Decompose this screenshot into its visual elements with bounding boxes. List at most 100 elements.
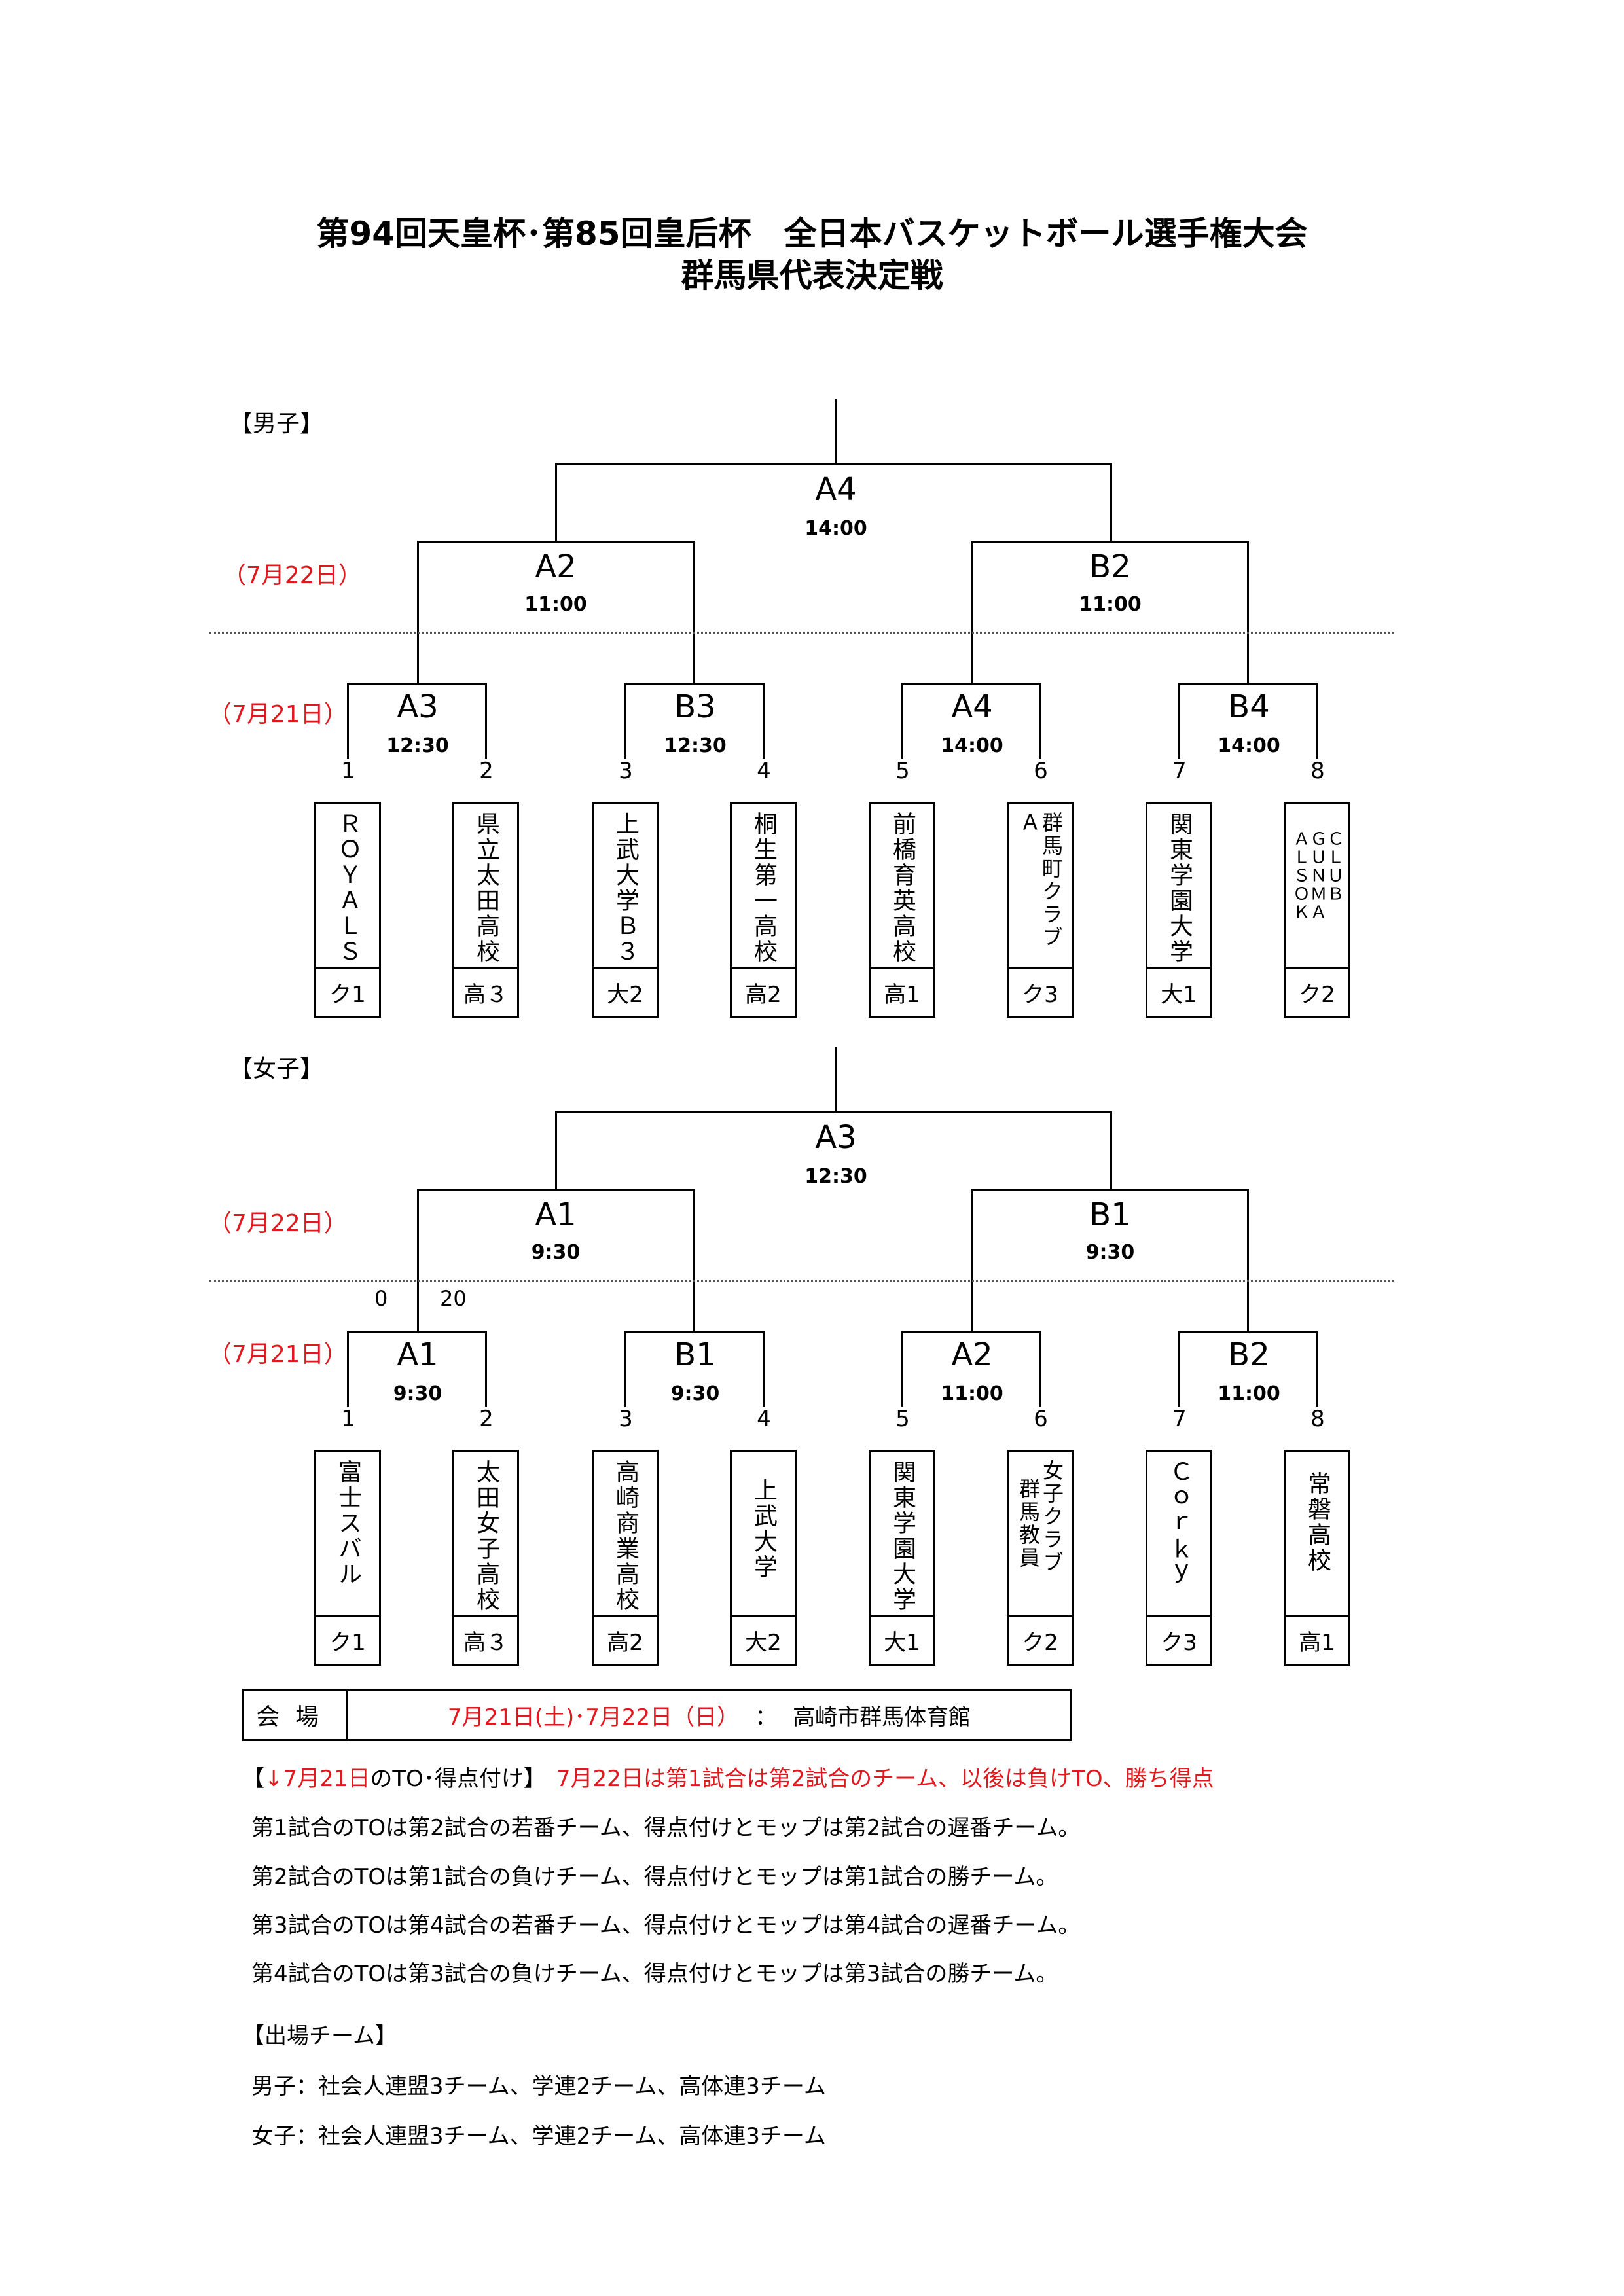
team-category: 大1 xyxy=(871,1615,933,1664)
women-day1-label: （7月21日） xyxy=(208,1341,348,1368)
page-subtitle: 群馬県代表決定戦 xyxy=(681,257,943,295)
teams-header: 【出場チーム】 xyxy=(242,2023,397,2049)
team-name-line3: ＣＬＵＢ xyxy=(1324,830,1344,903)
team-name: 桐生第一高校 xyxy=(750,812,777,965)
score-left: 0 xyxy=(374,1286,388,1311)
officiating-header: 【↓7月21日のTO･得点付け】 7月22日は第1試合は第2試合のチーム、以後は負… xyxy=(242,1761,1214,1793)
women-day2-label: （7月22日） xyxy=(208,1210,348,1237)
team-name: 関東学園大学 xyxy=(1166,812,1193,965)
men-r1-1-time: 12:30 xyxy=(386,734,449,757)
men-semi-2-time: 11:00 xyxy=(1079,593,1142,616)
team-box: 群馬町クラブＡ ク3 xyxy=(1007,802,1074,1018)
team-box: 関東学園大学 大1 xyxy=(1146,802,1212,1018)
day-divider xyxy=(209,632,1394,634)
team-name: 高崎商業高校 xyxy=(612,1460,639,1613)
officiating-header-rule: 7月22日は第1試合は第2試合のチーム、以後は負けTO、勝ち得点 xyxy=(556,1766,1214,1792)
team-box: 富士スバル ク1 xyxy=(314,1450,381,1666)
women-r1-2-time: 9:30 xyxy=(670,1382,720,1405)
team-name-line2: 女子クラブ xyxy=(1039,1460,1064,1574)
team-category: ク2 xyxy=(1286,967,1348,1016)
women-final-code: A3 xyxy=(815,1119,857,1156)
men-r1-4-time: 14:00 xyxy=(1218,734,1280,757)
men-seed: 1 xyxy=(341,758,355,784)
day-divider xyxy=(209,1280,1394,1282)
score-right: 20 xyxy=(440,1286,467,1311)
women-seed: 6 xyxy=(1034,1406,1048,1432)
women-seed: 7 xyxy=(1172,1406,1187,1432)
women-semi-2-time: 9:30 xyxy=(1085,1241,1135,1264)
venue-place: 高崎市群馬体育館 xyxy=(793,1704,971,1731)
team-name: 県立太田高校 xyxy=(473,812,499,965)
team-box: 前橋育英高校 高1 xyxy=(869,802,935,1018)
team-box: ＡＬＳＯＫ ＧＵＮＭＡ ＣＬＵＢ ク2 xyxy=(1284,802,1350,1018)
team-name-line2: ＧＵＮＭＡ xyxy=(1307,830,1327,922)
men-semi-1-code: A2 xyxy=(535,548,577,585)
women-r1-4-code: B2 xyxy=(1228,1336,1270,1373)
women-seed: 4 xyxy=(757,1406,771,1432)
men-seed: 2 xyxy=(479,758,494,784)
men-seed: 4 xyxy=(757,758,771,784)
team-box: Ｃｏｒｋｙ ク3 xyxy=(1146,1450,1212,1666)
women-final-time: 12:30 xyxy=(804,1165,867,1188)
women-seed: 8 xyxy=(1310,1406,1325,1432)
men-day2-label: （7月22日） xyxy=(223,562,362,589)
women-semi-1-time: 9:30 xyxy=(531,1241,581,1264)
women-seed: 3 xyxy=(619,1406,633,1432)
men-seed: 3 xyxy=(619,758,633,784)
venue-value: 7月21日(土)･7月22日（日） ： 高崎市群馬体育館 xyxy=(348,1691,1070,1739)
team-box: 県立太田高校 高３ xyxy=(452,802,519,1018)
team-category: 大2 xyxy=(732,1615,795,1664)
teams-men: 男子：社会人連盟3チーム、学連2チーム、高体連3チーム xyxy=(251,2073,826,2100)
venue-table: 会場 7月21日(土)･7月22日（日） ： 高崎市群馬体育館 xyxy=(242,1689,1072,1741)
men-r1-2-code: B3 xyxy=(674,689,716,725)
men-final-code: A4 xyxy=(815,471,857,508)
officiating-header-mid: のTO･得点付け】 xyxy=(370,1766,546,1792)
team-name: ＡＬＳＯＫ xyxy=(1290,830,1310,922)
team-name: ＲＯＹＡＬＳ xyxy=(334,812,361,965)
note-line: 第4試合のTOは第3試合の負けチーム、得点付けとモップは第3試合の勝チーム。 xyxy=(251,1961,1058,1987)
team-box: 桐生第一高校 高2 xyxy=(730,802,797,1018)
women-r1-4-time: 11:00 xyxy=(1218,1382,1280,1405)
team-box: 太田女子高校 高３ xyxy=(452,1450,519,1666)
men-r1-3-time: 14:00 xyxy=(941,734,1003,757)
team-category: 高1 xyxy=(1286,1615,1348,1664)
team-category: ク1 xyxy=(316,967,379,1016)
team-category: ク3 xyxy=(1147,1615,1210,1664)
venue-dates: 7月21日(土)･7月22日（日） xyxy=(447,1704,740,1731)
men-r1-1-code: A3 xyxy=(397,689,439,725)
men-semi-2-code: B2 xyxy=(1089,548,1131,585)
team-name: 富士スバル xyxy=(334,1460,361,1587)
team-category: 大1 xyxy=(1147,967,1210,1016)
team-box: 常磐高校 高1 xyxy=(1284,1450,1350,1666)
men-r1-3-code: A4 xyxy=(951,689,993,725)
men-day1-label: （7月21日） xyxy=(208,701,348,728)
team-name: 常磐高校 xyxy=(1304,1471,1331,1573)
team-category: ク1 xyxy=(316,1615,379,1664)
team-box: ＲＯＹＡＬＳ ク1 xyxy=(314,802,381,1018)
women-r1-3-code: A2 xyxy=(951,1336,993,1373)
men-seed: 8 xyxy=(1310,758,1325,784)
team-box: 関東学園大学 大1 xyxy=(869,1450,935,1666)
note-line: 第2試合のTOは第1試合の負けチーム、得点付けとモップは第1試合の勝チーム。 xyxy=(251,1864,1058,1890)
men-seed: 6 xyxy=(1034,758,1048,784)
men-final-time: 14:00 xyxy=(804,517,867,540)
team-name: 太田女子高校 xyxy=(473,1460,499,1613)
venue-separator: ： xyxy=(755,1704,778,1731)
team-name: 前橋育英高校 xyxy=(889,812,916,965)
women-r1-2-code: B1 xyxy=(674,1336,716,1373)
team-box: 群馬教員 女子クラブ ク2 xyxy=(1007,1450,1074,1666)
page-title: 第94回天皇杯･第85回皇后杯 全日本バスケットボール選手権大会 xyxy=(316,215,1308,253)
women-r1-1-time: 9:30 xyxy=(393,1382,442,1405)
team-box: 上武大学Ｂ３ 大2 xyxy=(592,802,659,1018)
officiating-header-open: 【 xyxy=(242,1766,264,1792)
team-category: 高2 xyxy=(594,1615,657,1664)
men-semi-1-time: 11:00 xyxy=(524,593,587,616)
women-semi-1-code: A1 xyxy=(535,1196,577,1233)
team-category: ク3 xyxy=(1009,967,1072,1016)
team-box: 上武大学 大2 xyxy=(730,1450,797,1666)
note-line: 第3試合のTOは第4試合の若番チーム、得点付けとモップは第4試合の遅番チーム。 xyxy=(251,1912,1081,1939)
officiating-header-date: ↓7月21日 xyxy=(264,1766,370,1792)
women-seed: 5 xyxy=(895,1406,910,1432)
team-category: 大2 xyxy=(594,967,657,1016)
team-name: Ｃｏｒｋｙ xyxy=(1166,1460,1193,1587)
